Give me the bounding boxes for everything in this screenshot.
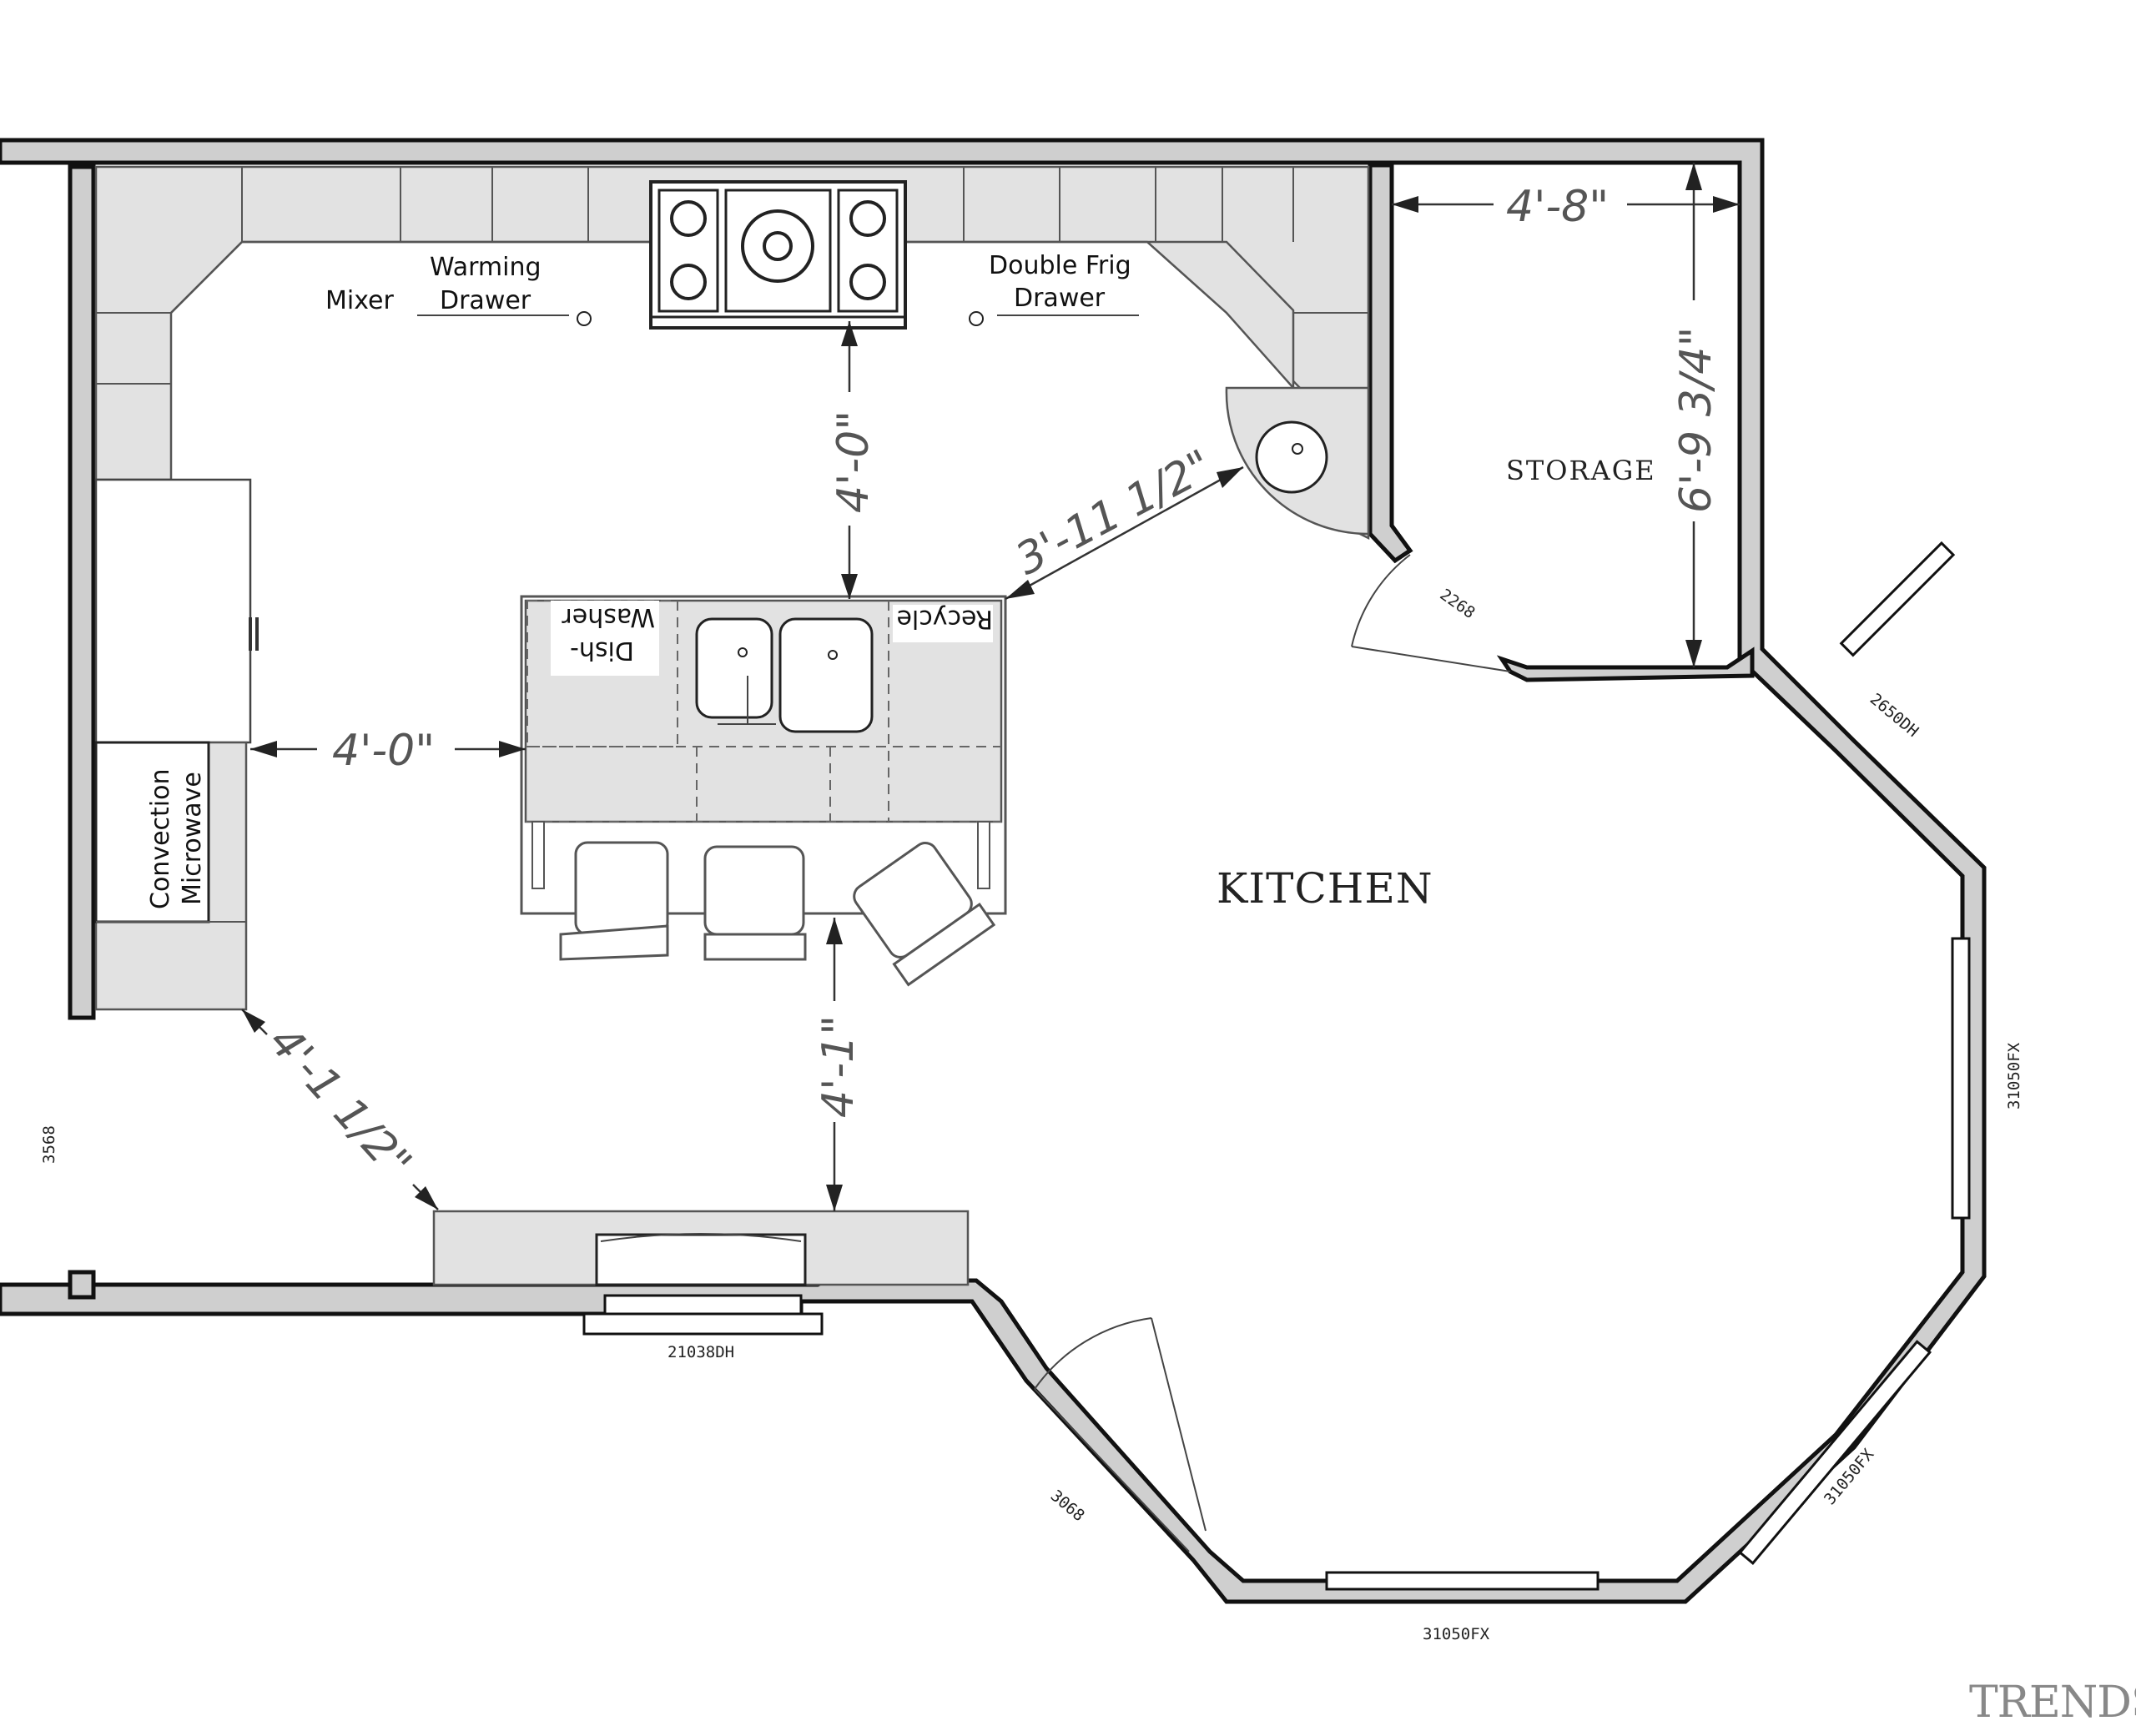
wall-tiles [96, 167, 1368, 389]
windows [582, 541, 1971, 1591]
dishwasher-label-2: Washer [562, 602, 655, 632]
entry-door-tag: 3068 [1047, 1487, 1088, 1525]
island-sink-right [778, 617, 874, 733]
south-counter [432, 1210, 970, 1286]
west-wall-stub [68, 1270, 96, 1300]
convection-label: Convection [146, 769, 175, 910]
range-cooktop-icon [649, 180, 907, 330]
storage-depth-dimension: 6'-9 3/4" [1671, 327, 1721, 513]
west-door-tag: 3568 [40, 1125, 58, 1164]
dishwasher-label-1: Dish- [570, 636, 634, 665]
storage-door-tag: 2268 [1437, 586, 1479, 622]
dimension-lines [241, 163, 1740, 1211]
window-s-tag: 31050FX [1423, 1625, 1490, 1643]
storage-door[interactable] [1351, 554, 1511, 672]
entry-door[interactable] [1034, 1317, 1207, 1552]
storage-walls [1368, 163, 1755, 682]
bar-stool[interactable] [559, 841, 669, 961]
south-sink [595, 1233, 807, 1286]
warming-label-bg [421, 249, 547, 315]
island-to-counter-dimension: 4'-1" [814, 1015, 864, 1118]
recycle-label: Recycle [897, 604, 994, 633]
mixer-label-bg [321, 279, 409, 317]
warming-drawer-label-1: Warming [430, 253, 542, 282]
sink-window-tag: 21038DH [668, 1343, 734, 1361]
west-wall [68, 164, 96, 1020]
wall-to-island-dimension: 4'-0" [332, 726, 435, 776]
mixer-label: Mixer [325, 286, 395, 315]
storage-width-dimension: 4'-8" [1506, 182, 1609, 232]
double-frig-drawer-label-1: Double Frig [989, 251, 1131, 280]
frig-label-bg [985, 246, 1143, 313]
corner-sink [1255, 420, 1328, 494]
window-ne-tag: 2650DH [1866, 690, 1922, 741]
convection-microwave [94, 741, 210, 923]
window-e-tag: 31050FX [2005, 1042, 2023, 1110]
island-to-corner-dimension: 3'-11 1/2" [1008, 440, 1221, 585]
island-sink-left [695, 617, 773, 719]
bar-stool[interactable] [703, 845, 807, 961]
recycle-label-bg [893, 605, 993, 642]
double-frig-drawer-label-2: Drawer [1014, 284, 1106, 313]
trends-watermark: TRENDS [1969, 1678, 2136, 1728]
kitchen-room-label: KITCHEN [1217, 864, 1433, 913]
bar-stool[interactable] [846, 836, 996, 987]
west-counter [94, 478, 259, 1011]
corner-sink-drain [1292, 443, 1303, 455]
microwave-label: Microwave [178, 772, 207, 905]
warming-drawer-label-2: Drawer [440, 286, 531, 315]
dishwasher-label-bg [551, 601, 659, 676]
storage-room-label: STORAGE [1506, 455, 1656, 486]
corner-to-counter-dimension: 4'-1 1/2" [259, 1017, 421, 1189]
range-to-island-dimension: 4'-0" [829, 410, 879, 513]
